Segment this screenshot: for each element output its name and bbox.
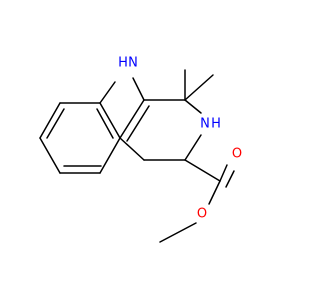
- methyl-bond: [184, 74, 214, 101]
- bond: [99, 137, 121, 174]
- bond: [39, 102, 61, 139]
- carbonyl-double-bond: [225, 170, 235, 188]
- indole-nitrogen-h-label: H: [118, 56, 128, 71]
- bond: [119, 137, 145, 161]
- amine-nitrogen-h-label: H: [211, 117, 221, 132]
- methoxy-bond: [159, 222, 197, 243]
- molecule-structure-diagram: H N N H O O: [39, 56, 242, 243]
- bond: [184, 99, 202, 114]
- bond: [39, 137, 61, 174]
- bond: [99, 102, 121, 139]
- double-bond-inner: [126, 105, 150, 142]
- indole-nitrogen-label: N: [128, 56, 138, 71]
- double-bond-inner: [96, 108, 114, 139]
- carbonyl-double-bond: [219, 164, 228, 182]
- amine-nitrogen-label: N: [200, 117, 210, 132]
- bond: [208, 180, 221, 205]
- bond: [132, 77, 145, 101]
- bond: [184, 159, 221, 182]
- bond: [184, 134, 202, 161]
- carbonyl-oxygen-label: O: [232, 147, 242, 162]
- double-bond-inner: [46, 108, 65, 139]
- bond: [119, 99, 145, 139]
- ester-oxygen-label: O: [197, 207, 207, 222]
- bond: [99, 81, 116, 104]
